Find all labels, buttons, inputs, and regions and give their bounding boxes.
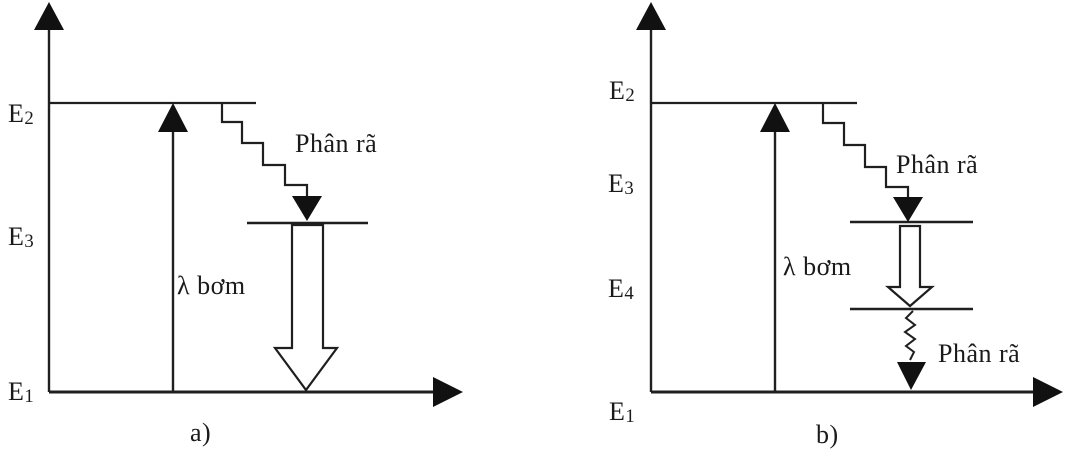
decay-label-a: Phân rã	[295, 129, 378, 158]
pump-arrowhead-a	[158, 103, 188, 132]
decay-staircase-b	[821, 103, 910, 199]
decay-arrowhead-lower-b	[897, 362, 926, 390]
decay-label-upper-b: Phân rã	[896, 150, 979, 179]
decay-staircase-a	[220, 103, 309, 198]
caption-b: b)	[816, 420, 839, 449]
diagram-b	[636, 2, 1063, 407]
pump-label-a: λ bơm	[177, 271, 246, 300]
label-e1-b: E1	[609, 397, 636, 428]
label-e2-b: E2	[609, 76, 636, 107]
y-axis-arrowhead-a	[34, 2, 64, 30]
label-e2-a: E2	[8, 99, 35, 130]
decay-zigzag-b	[903, 310, 917, 361]
pump-label-b: λ bơm	[783, 252, 852, 281]
x-axis-arrowhead-b	[1033, 377, 1063, 407]
decay-arrowhead-a	[292, 196, 322, 221]
label-e4-b: E4	[608, 274, 635, 305]
y-axis-arrowhead-b	[636, 2, 666, 30]
x-axis-arrowhead-a	[433, 377, 463, 407]
decay-arrowhead-upper-b	[893, 197, 923, 222]
label-e3-a: E3	[8, 222, 35, 253]
decay-label-lower-b: Phân rã	[938, 339, 1021, 368]
label-e1-a: E1	[8, 377, 35, 408]
diagram-a	[34, 2, 463, 407]
laser-transition-arrow-b	[885, 224, 935, 308]
laser-transition-arrow-a	[272, 223, 340, 392]
label-e3-b: E3	[608, 169, 635, 200]
caption-a: a)	[190, 418, 212, 447]
pump-arrowhead-b	[760, 103, 790, 132]
